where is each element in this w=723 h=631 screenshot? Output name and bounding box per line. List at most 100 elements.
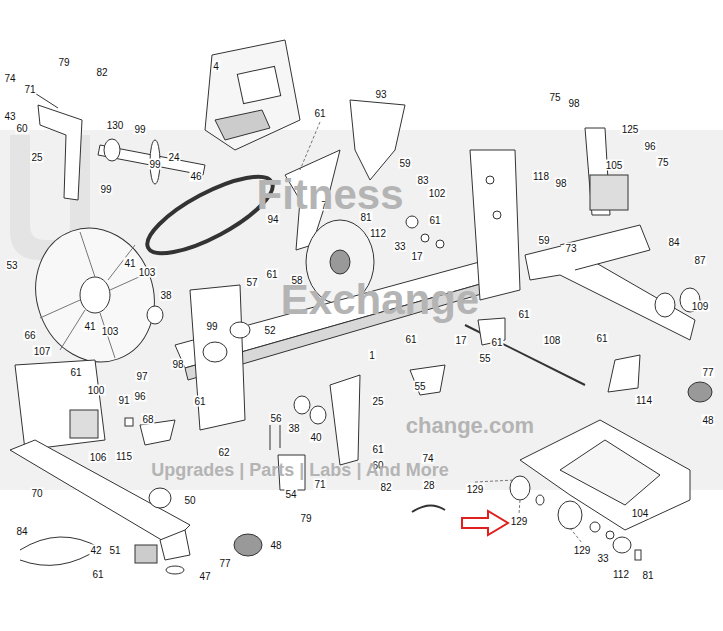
callout-number: 107 xyxy=(33,346,52,357)
part-outline xyxy=(300,122,320,170)
callout-number: 84 xyxy=(15,526,28,537)
part-outline xyxy=(294,396,310,414)
part-outline xyxy=(230,322,250,338)
part-outline xyxy=(330,375,360,465)
callout-number: 129 xyxy=(510,516,529,527)
part-outline xyxy=(486,176,494,184)
part-outline xyxy=(190,285,245,430)
callout-number: 59 xyxy=(537,235,550,246)
part-outline xyxy=(475,480,515,482)
part-outline xyxy=(558,501,582,529)
callout-number: 62 xyxy=(217,447,230,458)
callout-number: 43 xyxy=(3,111,16,122)
part-outline xyxy=(234,534,262,556)
part-outline xyxy=(613,537,631,553)
callout-number: 82 xyxy=(95,67,108,78)
callout-number: 83 xyxy=(416,175,429,186)
callout-number: 47 xyxy=(198,571,211,582)
part-outline xyxy=(635,550,641,560)
callout-number: 41 xyxy=(83,321,96,332)
callout-number: 77 xyxy=(218,558,231,569)
console xyxy=(205,40,300,150)
callout-number: 33 xyxy=(393,241,406,252)
part-outline xyxy=(510,476,530,500)
callout-number: 28 xyxy=(422,480,435,491)
callout-number: 40 xyxy=(309,432,322,443)
handle-arm xyxy=(38,105,82,200)
part-outline xyxy=(412,505,445,512)
callout-number: 70 xyxy=(30,488,43,499)
part-outline xyxy=(147,306,163,324)
callout-number: 61 xyxy=(313,108,326,119)
part-outline xyxy=(560,225,650,270)
watermark-text: Fitness xyxy=(256,171,403,219)
callout-number: 1 xyxy=(368,350,376,361)
callout-number: 60 xyxy=(15,123,28,134)
callout-number: 106 xyxy=(89,452,108,463)
callout-number: 61 xyxy=(490,337,503,348)
callout-number: 112 xyxy=(369,228,387,239)
part-outline xyxy=(608,355,640,392)
callout-number: 100 xyxy=(87,385,106,396)
callout-number: 33 xyxy=(596,553,609,564)
part-outline xyxy=(237,66,280,103)
callout-number: 48 xyxy=(701,415,714,426)
callout-number: 61 xyxy=(69,367,82,378)
callout-number: 4 xyxy=(212,61,220,72)
part-outline xyxy=(421,234,429,242)
callout-number: 97 xyxy=(135,371,148,382)
flywheel xyxy=(17,211,173,378)
highlight-arrow xyxy=(462,511,508,535)
callout-number: 103 xyxy=(101,326,120,337)
callout-number: 81 xyxy=(641,570,654,581)
part-outline xyxy=(40,232,150,358)
callout-number: 38 xyxy=(287,423,300,434)
part-outline xyxy=(655,293,675,317)
callout-number: 77 xyxy=(701,367,714,378)
part-outline xyxy=(40,300,80,318)
callout-number: 73 xyxy=(564,243,577,254)
callout-number: 46 xyxy=(189,171,202,182)
callout-number: 75 xyxy=(548,92,561,103)
callout-number: 52 xyxy=(263,325,276,336)
watermark-text: change.com xyxy=(406,413,534,438)
part-outline xyxy=(149,488,171,508)
callout-number: 54 xyxy=(284,489,297,500)
callout-number: 59 xyxy=(398,158,411,169)
callout-number: 102 xyxy=(428,188,447,199)
callout-number: 82 xyxy=(379,482,392,493)
part-outline xyxy=(203,342,227,362)
part-outline xyxy=(606,531,614,539)
callout-number: 98 xyxy=(554,178,567,189)
part-outline xyxy=(330,250,350,274)
callout-number: 50 xyxy=(183,495,196,506)
callout-number: 51 xyxy=(108,545,121,556)
callout-number: 75 xyxy=(656,157,669,168)
part-outline xyxy=(560,440,660,505)
callout-number: 96 xyxy=(643,141,656,152)
callout-number: 93 xyxy=(374,89,387,100)
part-outline xyxy=(160,530,190,560)
callout-number: 24 xyxy=(167,152,180,163)
callout-number: 55 xyxy=(413,381,426,392)
bracket-plate xyxy=(15,360,105,450)
watermark-text: Upgrades | Parts | Labs | And More xyxy=(151,460,449,481)
callout-number: 61 xyxy=(517,309,530,320)
callout-number: 79 xyxy=(57,57,70,68)
callout-number: 61 xyxy=(91,569,104,580)
callout-number: 105 xyxy=(605,160,624,171)
callout-number: 61 xyxy=(404,334,417,345)
part-outline xyxy=(410,365,445,395)
part-outline xyxy=(20,537,100,565)
callout-number: 38 xyxy=(159,290,172,301)
callout-number: 25 xyxy=(30,152,43,163)
part-outline xyxy=(406,216,418,228)
callout-number: 109 xyxy=(691,301,710,312)
part-outline xyxy=(215,110,270,140)
callout-number: 55 xyxy=(478,353,491,364)
callout-number: 84 xyxy=(667,237,680,248)
callout-number: 61 xyxy=(265,269,278,280)
part-outline xyxy=(570,528,582,543)
callout-number: 61 xyxy=(595,333,608,344)
